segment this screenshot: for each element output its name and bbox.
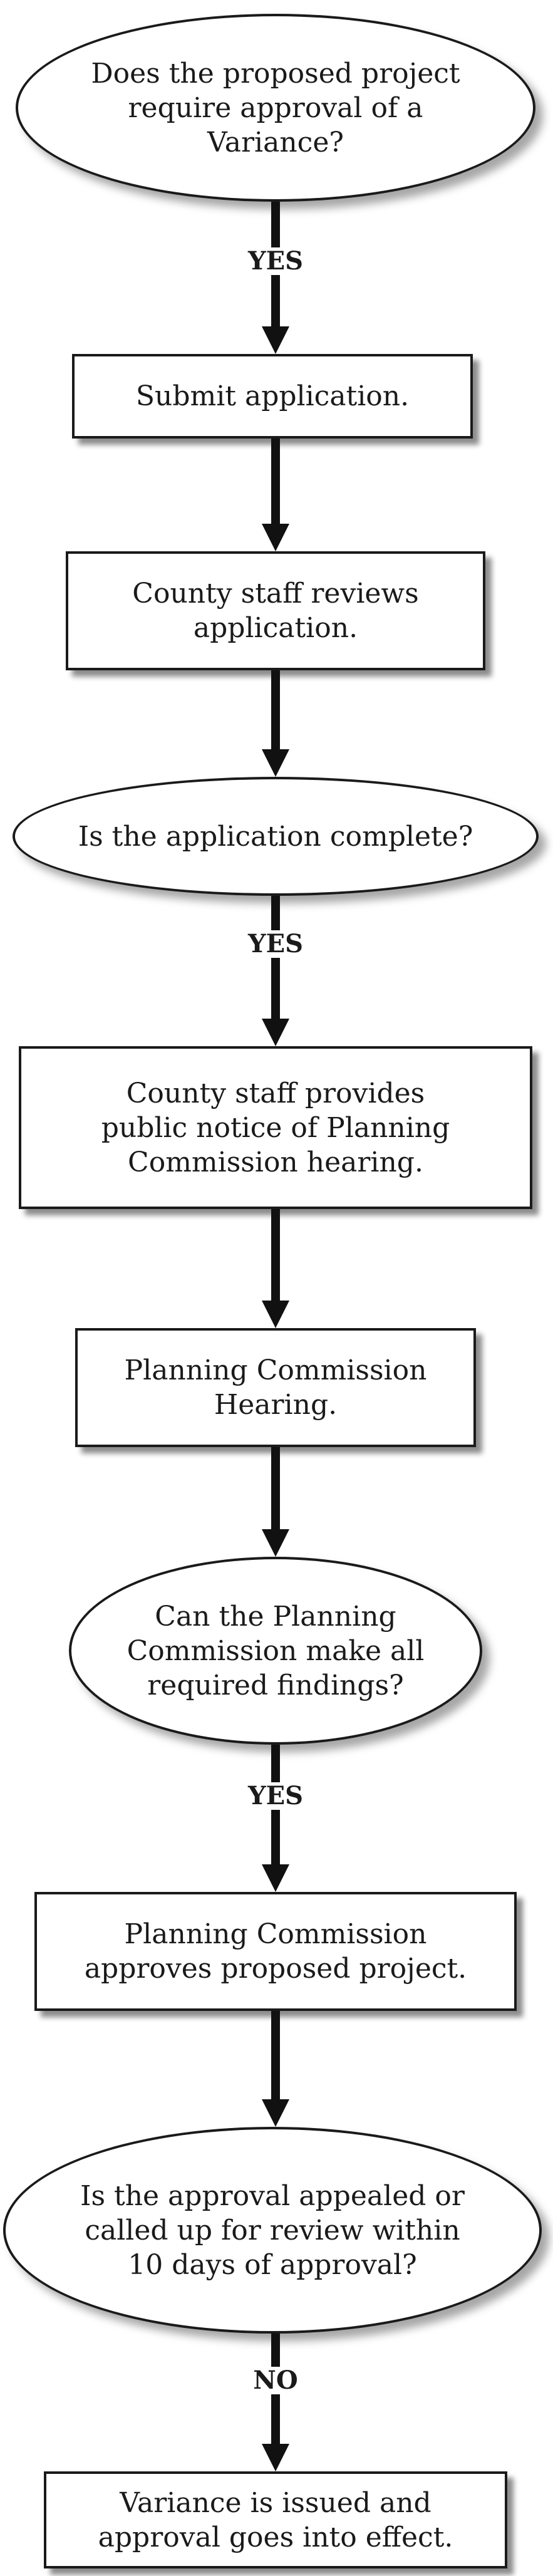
node-question-complete-text: Is the application complete? [78,820,473,853]
node-staff-review: County staff reviews application. [66,551,485,670]
node-question-appeal-text: Is the approval appealed or called up fo… [80,2179,465,2281]
node-question-variance-text: Does the proposed project require approv… [91,57,460,158]
connector-8 [271,2011,280,2102]
edge-label-yes-3: YES [244,1782,307,1810]
arrowhead-5 [262,1301,289,1328]
connector-4 [271,896,280,1021]
edge-label-yes-2: YES [244,930,307,958]
node-public-notice: County staff provides public notice of P… [19,1046,532,1209]
node-question-appeal: Is the approval appealed or called up fo… [3,2127,542,2334]
arrowhead-3 [262,749,289,777]
arrowhead-1 [262,326,289,354]
edge-label-no: NO [249,2367,302,2394]
edge-label-yes-1: YES [244,247,307,275]
connector-3 [271,670,280,752]
connector-2 [271,439,280,526]
connector-6 [271,1447,280,1532]
arrowhead-6 [262,1529,289,1557]
node-variance-issued-text: Variance is issued and approval goes int… [98,2486,453,2553]
node-hearing: Planning Commission Hearing. [75,1328,476,1447]
arrowhead-9 [262,2444,289,2471]
node-public-notice-text: County staff provides public notice of P… [101,1077,450,1178]
arrowhead-2 [262,524,289,551]
arrowhead-8 [262,2099,289,2127]
node-submit-application: Submit application. [72,354,473,439]
node-question-complete: Is the application complete? [13,777,539,896]
node-hearing-text: Planning Commission Hearing. [124,1354,427,1421]
arrowhead-4 [262,1019,289,1046]
node-question-findings-text: Can the Planning Commission make all req… [127,1600,425,1701]
arrowhead-7 [262,1864,289,1892]
node-approves: Planning Commission approves proposed pr… [34,1892,517,2011]
node-approves-text: Planning Commission approves proposed pr… [84,1918,467,1985]
node-question-variance: Does the proposed project require approv… [16,14,535,202]
node-submit-application-text: Submit application. [135,380,410,412]
node-variance-issued: Variance is issued and approval goes int… [44,2471,507,2568]
node-staff-review-text: County staff reviews application. [132,578,419,644]
node-question-findings: Can the Planning Commission make all req… [69,1557,482,1745]
connector-5 [271,1209,280,1303]
